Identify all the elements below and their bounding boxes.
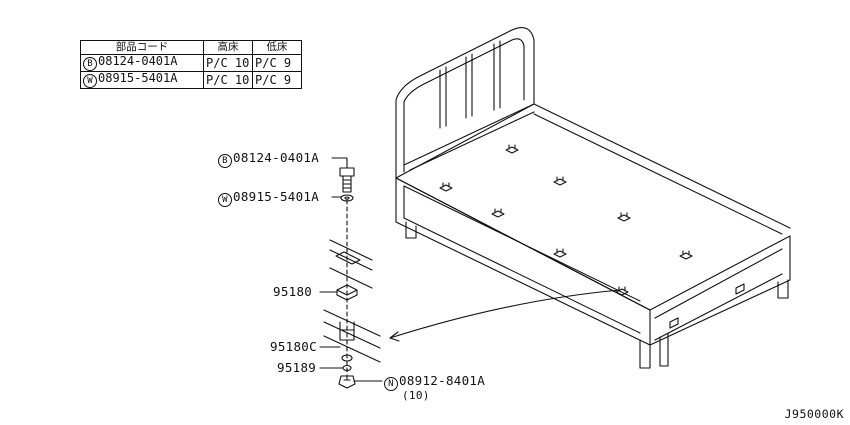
- low-floor-cell: P/C 9: [252, 54, 302, 72]
- nut-part-code: 08912-8401A: [399, 373, 486, 388]
- mark-b-icon: B: [83, 57, 97, 71]
- part-code: 08124-0401A: [98, 54, 178, 68]
- bolt-part-code: 08124-0401A: [233, 150, 320, 165]
- callout-bracket[interactable]: 95180: [273, 284, 313, 299]
- washer-part-code: 08915-5401A: [233, 189, 320, 204]
- part-code: 08915-5401A: [98, 71, 178, 85]
- callout-leaders: [319, 157, 383, 382]
- hardware-exploded-view: [323, 167, 381, 389]
- high-floor-cell: P/C 10: [203, 54, 253, 72]
- header-high-floor: 高床: [203, 40, 253, 55]
- header-low-floor: 低床: [252, 40, 302, 55]
- truck-bed-illustration: [389, 27, 791, 369]
- mark-w-icon: W: [218, 193, 232, 207]
- mark-w-icon: W: [83, 74, 97, 88]
- parts-table-header: 部品コード 高床 低床: [80, 40, 302, 55]
- mark-n-icon: N: [384, 377, 398, 391]
- callout-lock-washer[interactable]: 95189: [277, 360, 317, 375]
- nut-quantity: (10): [402, 389, 430, 402]
- high-floor-cell: P/C 10: [203, 71, 253, 89]
- low-floor-cell: P/C 9: [252, 71, 302, 89]
- header-part-code: 部品コード: [80, 40, 204, 55]
- callout-clip[interactable]: 95180C: [270, 339, 317, 354]
- diagram-code: J950000K: [784, 407, 844, 421]
- mark-b-icon: B: [218, 154, 232, 168]
